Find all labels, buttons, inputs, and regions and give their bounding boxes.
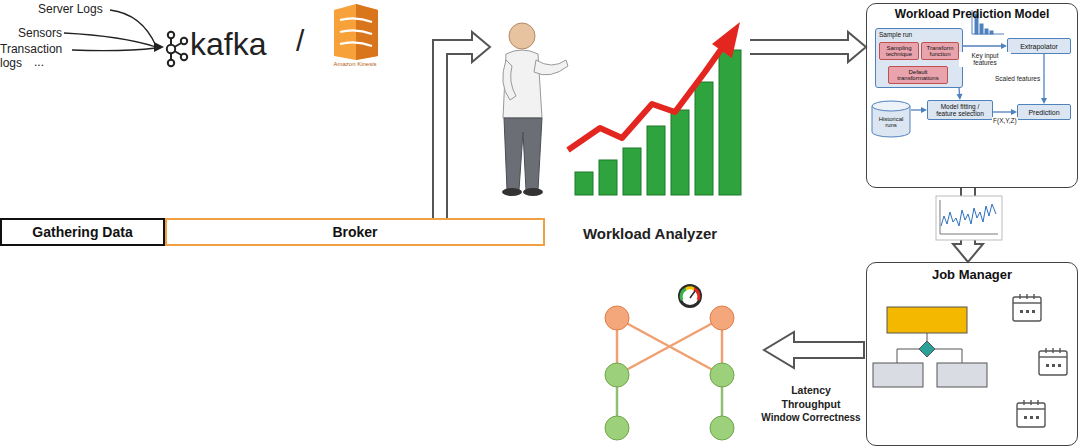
- flow-arrow: [750, 32, 866, 62]
- node-text: Model fitting / feature selection: [931, 103, 989, 117]
- node-text: Historical runs: [874, 116, 908, 128]
- node-text: Transform function: [925, 45, 955, 57]
- database-cylinder: Historical runs: [871, 100, 911, 138]
- stream-topology: [605, 306, 734, 440]
- connector-line: [963, 45, 1002, 46]
- gauge-icon: [678, 284, 702, 308]
- node-text: Extrapolator: [1020, 43, 1058, 50]
- input-arrowhead: [154, 42, 164, 52]
- node-text: Default transformations: [892, 69, 944, 81]
- connector-line: [911, 109, 922, 110]
- prediction-model-box: Workload Prediction ModelSample runSampl…: [866, 3, 1078, 188]
- analyzer-area: Workload Analyzer: [490, 0, 750, 246]
- annotation-label: Window Correctness: [758, 412, 864, 423]
- bar-chart: [575, 50, 741, 195]
- connector-arrow: [993, 109, 1017, 115]
- transform-box: Transform function: [921, 42, 959, 60]
- person-figure: [502, 23, 568, 196]
- scheduler-illustration: [867, 263, 1079, 447]
- kafka-icon: [167, 32, 187, 66]
- connector-arrow: [1041, 54, 1047, 104]
- edge-label: Key input features: [959, 52, 1011, 67]
- node-text: Sampling technique: [883, 45, 915, 57]
- annotation-label: Latency: [758, 384, 864, 396]
- annotation-label: Throughput: [758, 398, 864, 410]
- broker-box: Broker: [165, 218, 545, 246]
- annotation-label: Amazon Kinesis: [326, 61, 384, 67]
- technique-box: Sampling technique: [879, 42, 919, 60]
- connector-arrow: [911, 107, 927, 113]
- connector-arrow: [957, 88, 963, 100]
- connector-line: [993, 111, 1012, 112]
- source-box: Gathering Data: [0, 218, 165, 246]
- node-text: Prediction: [1028, 109, 1059, 116]
- node-text: Broker: [332, 224, 377, 240]
- connector-line: [1043, 54, 1044, 99]
- job-manager-box: Job Manager: [866, 262, 1078, 446]
- process-box: Model fitting / feature selection: [927, 100, 993, 120]
- sample-run-box: Sample runSampling technique Transform fu…: [875, 28, 963, 88]
- arrowhead: [848, 32, 866, 62]
- arrowhead: [953, 244, 983, 262]
- input-lines: [64, 10, 156, 51]
- trend-arrow: [568, 22, 740, 150]
- process-box: Prediction: [1017, 104, 1071, 120]
- edge-label: F(X,Y,Z): [992, 117, 1018, 124]
- output-hollow-arrow: [764, 332, 864, 368]
- annotation-label: Sensors: [18, 26, 78, 40]
- connector-line: [958, 88, 960, 95]
- node-text: Workload Prediction Model: [867, 7, 1077, 21]
- annotation-label: /: [296, 24, 318, 58]
- node-text: Job Manager: [867, 267, 1077, 282]
- arrowhead: [472, 32, 490, 62]
- node-text: Sample run: [876, 29, 962, 40]
- process-box: Extrapolator: [1007, 38, 1071, 54]
- arrow-shaft-inner: [750, 41, 850, 53]
- connector-arrow: [963, 43, 1007, 49]
- annotation-label: Server Logs: [38, 2, 118, 16]
- annotation-label: kafka: [190, 26, 290, 63]
- edge-label: Scaled features: [994, 75, 1041, 82]
- arrow-shaft-inner: [440, 47, 474, 218]
- annotation-label: ...: [34, 55, 54, 69]
- node-text: Workload Analyzer: [550, 225, 750, 242]
- kinesis-icon: [334, 4, 378, 60]
- flow-arrow: [440, 32, 490, 218]
- node-text: Gathering Data: [32, 224, 132, 240]
- default-transform-box: Default transformations: [888, 66, 948, 84]
